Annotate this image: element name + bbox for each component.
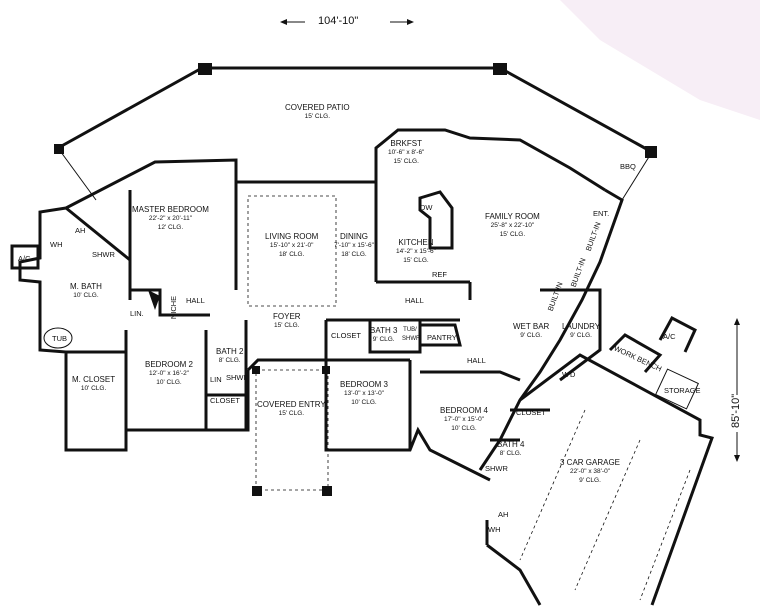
tag-washer: W <box>562 370 570 379</box>
tag-dw: DW <box>420 203 433 212</box>
tag-ac-east: A/C <box>663 332 676 341</box>
room-family-room: FAMILY ROOM 25'-8" x 22'-10" 15' CLG. <box>485 212 540 238</box>
tag-hall-center: HALL <box>405 296 424 305</box>
scan-smudge <box>560 0 760 120</box>
room-dining: DINING 7'-10" x 15'-6" 18' CLG. <box>334 232 374 258</box>
living-room-ceiling <box>247 195 337 307</box>
room-bedroom-4: BEDROOM 4 17'-0" x 15'-0" 10' CLG. <box>440 406 489 432</box>
room-covered-patio: COVERED PATIO 15' CLG. <box>285 103 350 120</box>
tag-wh-west: WH <box>50 240 63 249</box>
tag-hall-west: HALL <box>186 296 205 305</box>
tag-lin-master: LIN. <box>130 309 144 318</box>
tag-bbq: BBQ <box>620 162 636 171</box>
tag-closet-b4: CLOSET <box>516 408 547 417</box>
ac-west-pad <box>10 244 40 270</box>
tag-tub-master: TUB <box>52 334 67 343</box>
tag-dryer: D <box>570 370 576 379</box>
tag-ac-west: A/C <box>18 254 31 263</box>
covered-patio-outline <box>54 63 657 201</box>
tag-ah-west: AH <box>75 226 86 235</box>
tag-ref: REF <box>432 270 447 279</box>
tag-lin-bath2: LIN <box>210 375 222 384</box>
tag-closet-b3: CLOSET <box>331 331 362 340</box>
tag-wh-garage: WH <box>488 525 501 534</box>
tag-pantry: PANTRY <box>427 333 457 342</box>
tag-hall-east: HALL <box>467 356 486 365</box>
tag-niche: NICHE <box>169 295 179 320</box>
interior-walls <box>66 182 602 450</box>
master-tub <box>43 327 73 349</box>
fireplace <box>148 290 160 310</box>
kitchen-island <box>418 190 454 250</box>
tag-shwr-bath4: SHWR <box>485 464 508 473</box>
tag-shwr-master: SHWR <box>92 250 115 259</box>
tag-tub-bath3: TUB/ SHWR <box>402 327 421 342</box>
exterior-walls <box>18 128 624 482</box>
room-covered-entry: COVERED ENTRY 15' CLG. <box>257 400 326 417</box>
room-bath-2: BATH 2 8' CLG. <box>216 347 244 364</box>
tag-closet-b2: CLOSET <box>210 396 241 405</box>
depth-dimension-line <box>734 318 740 462</box>
covered-entry-outline <box>255 369 329 491</box>
room-bath-3: BATH 3 9' CLG. <box>370 326 398 343</box>
room-m-closet: M. CLOSET 10' CLG. <box>72 375 116 392</box>
width-dimension-line <box>280 19 414 25</box>
storage-box <box>655 368 699 410</box>
room-laundry: LAUNDRY 9' CLG. <box>562 322 601 339</box>
room-foyer: FOYER 15' CLG. <box>273 312 301 329</box>
tag-shwr-bath2: SHWR <box>226 373 249 382</box>
room-m-bath: M. BATH 10' CLG. <box>70 282 102 299</box>
room-bath-4: BATH 4 8' CLG. <box>497 440 525 457</box>
room-3-car-garage: 3 CAR GARAGE 22'-0" x 38'-0" 9' CLG. <box>560 458 621 484</box>
room-kitchen: KITCHEN 14'-2" x 15'-6" 15' CLG. <box>396 238 436 264</box>
tag-storage: STORAGE <box>664 386 701 395</box>
tag-ent: ENT. <box>593 209 610 218</box>
room-wet-bar: WET BAR 9' CLG. <box>513 322 550 339</box>
tag-ah-garage: AH <box>498 510 509 519</box>
room-bedroom-2: BEDROOM 2 12'-0" x 16'-2" 10' CLG. <box>145 360 194 386</box>
width-label: 104'-10" <box>318 15 359 27</box>
room-brkfst: BRKFST 10'-6" x 8'-6" 15' CLG. <box>388 139 425 165</box>
depth-label: 85'-10" <box>730 393 742 428</box>
room-master-bedroom: MASTER BEDROOM 22'-2" x 20'-11" 12' CLG. <box>132 205 209 231</box>
room-bedroom-3: BEDROOM 3 13'-0" x 13'-0" 10' CLG. <box>340 380 389 406</box>
room-living-room: LIVING ROOM 15'-10" x 21'-0" 18' CLG. <box>265 232 319 258</box>
garage-block <box>485 315 714 606</box>
